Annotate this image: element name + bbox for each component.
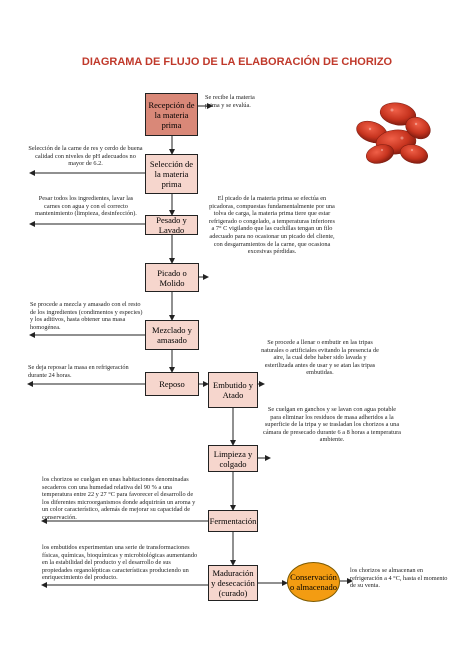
note-reposo: Se deja reposar la masa en refrigeración… bbox=[28, 364, 129, 379]
note-picado: El picado de la materia prima se efectúa… bbox=[209, 195, 335, 256]
note-conservacion: los chorizos se almacenan en refrigeraci… bbox=[350, 567, 448, 590]
step-recepcion: Recepción de la materia prima bbox=[145, 93, 198, 136]
note-fermentacion: los chorizos se cuelgan en unas habitaci… bbox=[42, 476, 196, 521]
note-mezclado: Se procede a mezcla y amasado con el res… bbox=[30, 301, 143, 331]
step-conservacion: Conservación o almacenado bbox=[287, 562, 340, 602]
note-maduracion: los embutidos experimentan una serie de … bbox=[42, 544, 198, 582]
step-fermentacion: Fermentación bbox=[208, 510, 258, 532]
note-pesado: Pesar todos los ingredientes, lavar las … bbox=[35, 195, 137, 218]
note-embutido: Se procede a llenar o embutir en las tri… bbox=[261, 339, 379, 377]
step-picado: Picado o Molido bbox=[145, 263, 199, 292]
step-mezclado: Mezclado y amasado bbox=[145, 320, 199, 350]
chorizo-photo bbox=[356, 102, 431, 164]
note-limpieza: Se cuelgan en ganchos y se lavan con agu… bbox=[263, 406, 401, 444]
step-seleccion: Selección de la materia prima bbox=[145, 154, 198, 194]
step-reposo: Reposo bbox=[145, 372, 199, 396]
step-maduracion: Maduración y desecación (curado) bbox=[208, 565, 258, 601]
step-limpieza: Limpieza y colgado bbox=[208, 445, 258, 472]
step-pesado: Pesado y Lavado bbox=[145, 215, 198, 235]
diagram-title: DIAGRAMA DE FLUJO DE LA ELABORACIÓN DE C… bbox=[81, 56, 393, 68]
note-seleccion: Selección de la carne de res y cerdo de … bbox=[28, 145, 143, 168]
note-recepcion: Se recibe la materia prima y se evalúa. bbox=[205, 94, 255, 109]
step-embutido: Embutido y Atado bbox=[208, 372, 258, 408]
